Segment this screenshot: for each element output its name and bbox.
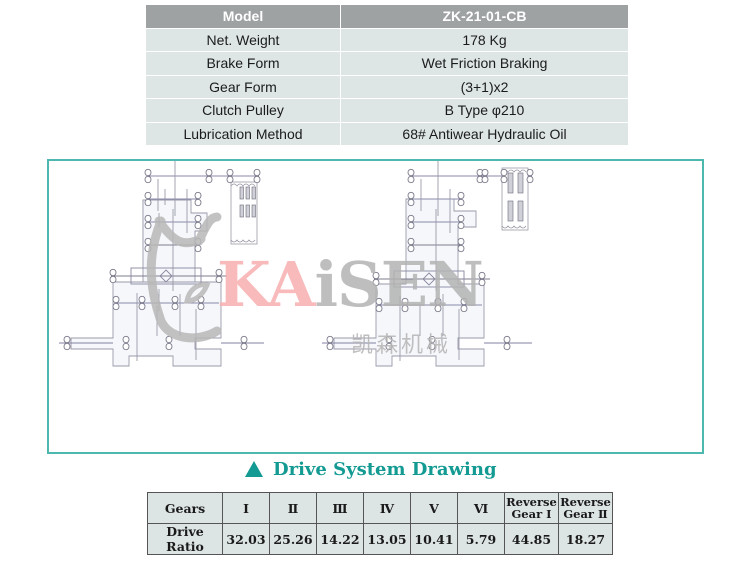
triangle-icon [245,461,263,477]
spec-label: Brake Form [146,51,341,76]
gears-header: Gears [147,492,223,524]
watermark-logo-leaf [184,282,211,304]
spec-label: Gear Form [146,75,341,99]
ratio-value: 13.05 [363,523,411,555]
ratio-value: 32.03 [222,523,270,555]
gear-label-line1: Reverse [560,495,611,509]
spec-value: (3+1)x2 [340,75,628,99]
drive-drawing-frame: KAiSEN 凯森机械 [47,159,704,454]
watermark-logo-swoosh [146,212,222,343]
gear-label: Ⅰ [222,492,270,524]
spec-row: Lubrication Method 68# Antiwear Hydrauli… [146,122,628,146]
drive-ratio-header: Drive Ratio [147,523,223,555]
right-drive-schematic [322,161,534,367]
spec-label: Net. Weight [146,28,341,52]
watermark-brand-a: A [267,248,315,321]
gear-label: Ⅱ [269,492,317,524]
ratio-value: 14.22 [316,523,364,555]
spec-table: Model ZK-21-01-CB Net. Weight 178 Kg Bra… [146,5,628,146]
spec-value: Wet Friction Braking [340,51,628,76]
ratio-value: 10.41 [410,523,458,555]
spec-row: Net. Weight 178 Kg [146,28,628,52]
spec-label: Clutch Pulley [146,98,341,123]
ratio-value: 25.26 [269,523,317,555]
drive-schematic-drawing [59,161,534,367]
watermark-brand-rest: iSEN [314,248,483,321]
gear-label: Ⅵ [457,492,505,524]
section-heading: Drive System Drawing [245,456,497,482]
spec-row: Brake Form Wet Friction Braking [146,51,628,76]
spec-value: 68# Antiwear Hydraulic Oil [340,122,628,146]
gear-label-line2: Gear Ⅰ [511,507,552,521]
gear-label-line1: Reverse [506,495,557,509]
gear-label: Ⅲ [316,492,364,524]
ratio-value: 5.79 [457,523,505,555]
spec-header-label: Model [146,5,341,29]
spec-value: B Type φ210 [340,98,628,123]
spec-row: Clutch Pulley B Type φ210 [146,98,628,123]
watermark-brand-k: K [217,248,268,321]
watermark-brand: KAiSEN [217,254,484,316]
gear-label: Ⅴ [410,492,458,524]
spec-row: Gear Form (3+1)x2 [146,75,628,99]
spec-label: Lubrication Method [146,122,341,146]
ratio-value: 44.85 [504,523,559,555]
gear-label: Ⅳ [363,492,411,524]
ratio-value: 18.27 [558,523,613,555]
spec-header-row: Model ZK-21-01-CB [146,5,628,29]
spec-value: 178 Kg [340,28,628,52]
spec-header-value: ZK-21-01-CB [340,5,628,29]
watermark-chinese: 凯森机械 [351,333,452,358]
section-heading-text: Drive System Drawing [273,458,497,480]
gear-label-line2: Gear Ⅱ [563,507,608,521]
drive-ratio-row: Drive Ratio 32.03 25.26 14.22 13.05 10.4… [147,523,613,555]
